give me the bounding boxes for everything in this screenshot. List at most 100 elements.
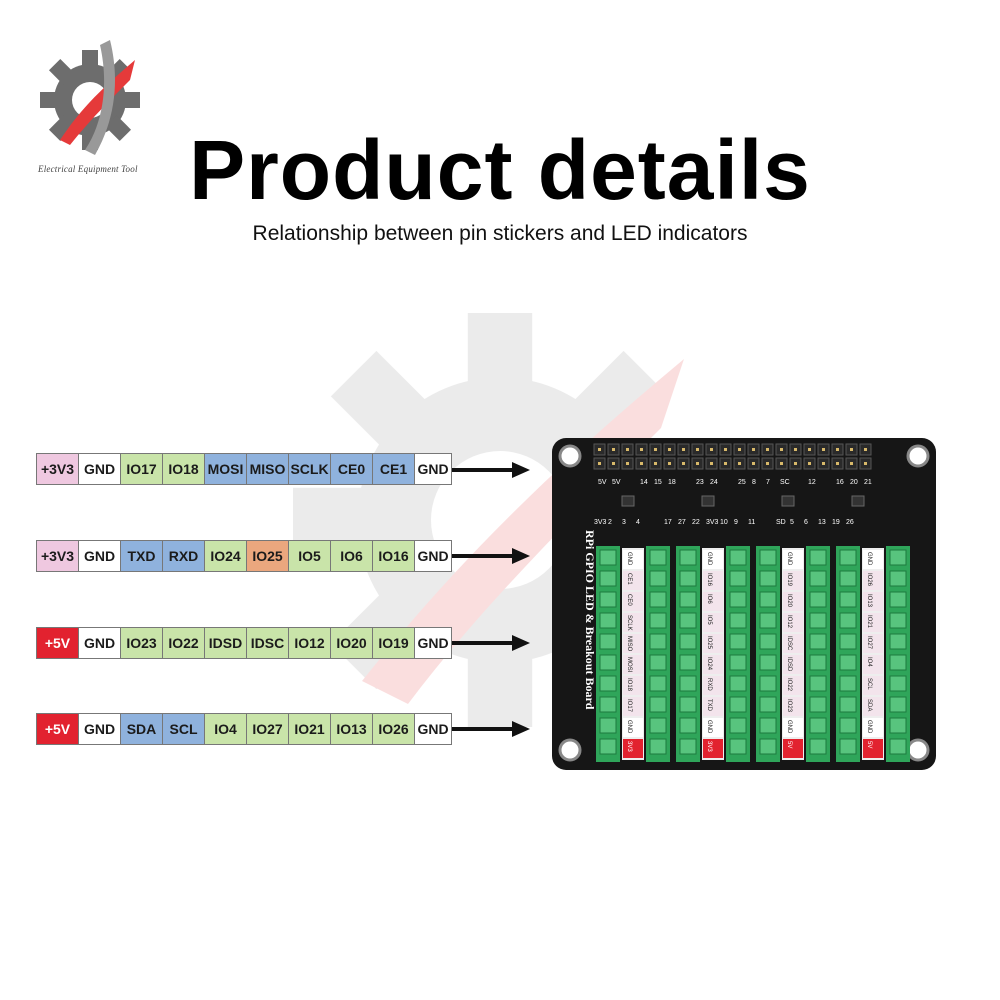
sticker-cell: RXD bbox=[162, 540, 204, 572]
pin-number-label: 3V3 bbox=[706, 519, 719, 526]
pin-number-label: 6 bbox=[804, 519, 808, 526]
screw-icon bbox=[679, 738, 697, 755]
screw-icon bbox=[759, 612, 777, 629]
pin-number-label: 5V bbox=[598, 479, 607, 486]
sticker-label: TXD bbox=[706, 699, 712, 712]
screw-icon bbox=[729, 696, 747, 713]
screw-icon bbox=[649, 549, 667, 566]
sticker-segment bbox=[623, 550, 643, 569]
pin-contact bbox=[822, 448, 825, 451]
pin-number-label: 24 bbox=[710, 479, 718, 486]
sticker-segment bbox=[703, 634, 723, 653]
pin-contact bbox=[808, 462, 811, 465]
sticker-segment bbox=[783, 613, 803, 632]
sticker-label: GND bbox=[706, 552, 712, 566]
sticker-segment bbox=[703, 739, 723, 758]
screw-icon bbox=[649, 570, 667, 587]
sticker-label: SCL bbox=[866, 678, 872, 690]
sticker-label: MOSI bbox=[626, 657, 632, 673]
sticker-label: GND bbox=[786, 552, 792, 566]
sticker-label: 5V bbox=[866, 741, 872, 748]
sticker-segment bbox=[783, 697, 803, 716]
pin-number-label: 10 bbox=[720, 519, 728, 526]
pin-number-label: 16 bbox=[836, 479, 844, 486]
sticker-segment bbox=[863, 739, 883, 758]
sticker-cell: IO24 bbox=[204, 540, 246, 572]
pin-number-label: 14 bbox=[640, 479, 648, 486]
pin-contact bbox=[654, 448, 657, 451]
sticker-segment bbox=[703, 613, 723, 632]
screw-icon bbox=[839, 654, 857, 671]
pin-number-label: 4 bbox=[636, 519, 640, 526]
sticker-label: 5V bbox=[786, 741, 792, 748]
sticker-label: IO23 bbox=[786, 699, 792, 713]
screw-icon bbox=[759, 654, 777, 671]
sticker-cell: IO20 bbox=[330, 627, 372, 659]
sticker-label: IO13 bbox=[866, 594, 872, 608]
board-name: RPi GPIO LED & Breakout Board bbox=[583, 530, 597, 710]
screw-icon bbox=[889, 654, 907, 671]
pin-contact bbox=[682, 448, 685, 451]
screw-icon bbox=[759, 591, 777, 608]
sticker-label: IO25 bbox=[706, 636, 712, 650]
screw-icon bbox=[889, 738, 907, 755]
sticker-cell: MISO bbox=[246, 453, 288, 485]
screw-icon bbox=[649, 717, 667, 734]
page-title: Product details bbox=[189, 123, 811, 217]
screw-icon bbox=[759, 738, 777, 755]
pin-contact bbox=[836, 448, 839, 451]
pin-number-label: 23 bbox=[696, 479, 704, 486]
screw-icon bbox=[729, 654, 747, 671]
screw-icon bbox=[729, 633, 747, 650]
screw-icon bbox=[809, 633, 827, 650]
pin-contact bbox=[612, 448, 615, 451]
sticker-cell: IO16 bbox=[372, 540, 414, 572]
screw-icon bbox=[809, 696, 827, 713]
sticker-cell: IDSC bbox=[246, 627, 288, 659]
sticker-cell: IO17 bbox=[120, 453, 162, 485]
screw-icon bbox=[679, 654, 697, 671]
sticker-segment bbox=[783, 634, 803, 653]
pin-contact bbox=[752, 448, 755, 451]
pin-contact bbox=[780, 448, 783, 451]
smd-chip bbox=[621, 495, 635, 507]
screw-icon bbox=[599, 717, 617, 734]
screw-icon bbox=[679, 675, 697, 692]
sticker-label: GND bbox=[866, 552, 872, 566]
sticker-cell: IO26 bbox=[372, 713, 414, 745]
sticker-segment bbox=[623, 613, 643, 632]
pin-contact bbox=[626, 462, 629, 465]
pin-contact bbox=[710, 448, 713, 451]
screw-icon bbox=[839, 549, 857, 566]
pin-contact bbox=[864, 448, 867, 451]
screw-icon bbox=[839, 570, 857, 587]
sticker-label: IO12 bbox=[786, 615, 792, 629]
sticker-segment bbox=[783, 655, 803, 674]
pin-contact bbox=[864, 462, 867, 465]
sticker-cell: GND bbox=[78, 713, 120, 745]
sticker-segment bbox=[623, 571, 643, 590]
screw-icon bbox=[839, 591, 857, 608]
smd-chip bbox=[781, 495, 795, 507]
pin-contact bbox=[850, 448, 853, 451]
logo-caption: Electrical Equipment Tool bbox=[38, 164, 138, 174]
screw-icon bbox=[599, 738, 617, 755]
screw-icon bbox=[649, 654, 667, 671]
pin-number-label: 27 bbox=[678, 519, 686, 526]
sticker-cell: GND bbox=[78, 540, 120, 572]
pin-number-label: 20 bbox=[850, 479, 858, 486]
mount-hole bbox=[906, 444, 930, 468]
sticker-label: IDSC bbox=[786, 636, 792, 651]
sticker-cell: IO22 bbox=[162, 627, 204, 659]
sticker-cell: CE0 bbox=[330, 453, 372, 485]
sticker-label: GND bbox=[626, 552, 632, 566]
screw-icon bbox=[679, 633, 697, 650]
screw-icon bbox=[679, 591, 697, 608]
sticker-segment bbox=[703, 550, 723, 569]
screw-icon bbox=[599, 675, 617, 692]
screw-icon bbox=[649, 738, 667, 755]
